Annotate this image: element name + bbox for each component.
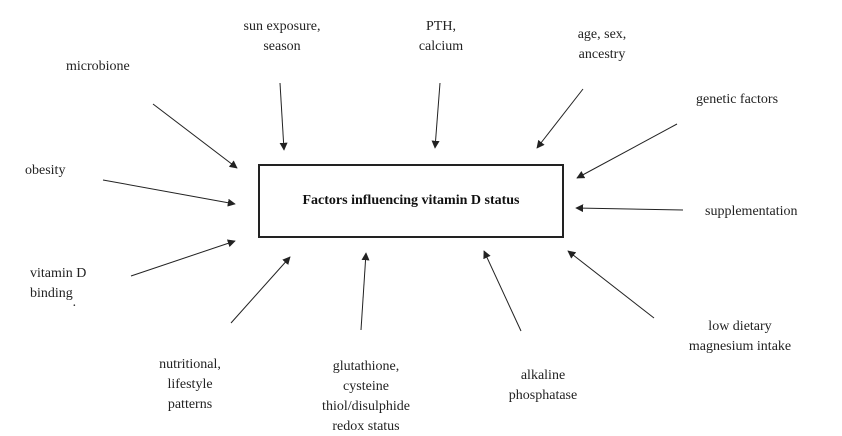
label-genetic-text: genetic factors xyxy=(696,92,779,107)
label-microbione: microbione xyxy=(66,57,130,77)
arrow-low-magnesium xyxy=(567,250,655,319)
arrow-genetic xyxy=(576,123,678,179)
label-supplementation: supplementation xyxy=(705,202,798,222)
label-glut-line4: redox status xyxy=(332,419,400,434)
label-vdbp-line3: · xyxy=(72,299,77,314)
label-nutri-line2: lifestyle xyxy=(167,377,213,392)
label-lowmg-line2: magnesium intake xyxy=(688,339,792,354)
label-nutritional: nutritional, lifestyle patterns xyxy=(159,355,221,415)
label-age-line2: ancestry xyxy=(578,47,626,62)
label-glutathione: glutathione, cysteine thiol/disulphide r… xyxy=(322,357,410,436)
arrow-vitamin-d-binding xyxy=(130,239,236,277)
label-lowmg-line1: low dietary xyxy=(708,319,772,334)
label-nutri-line3: patterns xyxy=(167,397,213,412)
label-vitamin-d-binding: vitamin D binding · xyxy=(30,264,87,314)
label-sun-line1: sun exposure, xyxy=(243,19,321,34)
label-sun-exposure: sun exposure, season xyxy=(244,17,321,57)
label-glut-line3: thiol/disulphide xyxy=(322,399,410,414)
label-obesity: obesity xyxy=(25,161,65,181)
arrow-microbione xyxy=(152,103,238,169)
label-microbione-text: microbione xyxy=(66,59,130,74)
label-sun-line2: season xyxy=(263,39,301,54)
label-vdbp-line2: binding xyxy=(30,286,73,301)
label-glut-line1: glutathione, xyxy=(332,359,400,374)
central-box: Factors influencing vitamin D status xyxy=(258,164,564,238)
arrow-obesity xyxy=(102,179,236,207)
arrow-sun-exposure xyxy=(279,82,288,151)
label-alk-line2: phosphatase xyxy=(508,388,578,403)
label-supplementation-text: supplementation xyxy=(705,204,798,219)
label-low-magnesium: low dietary magnesium intake xyxy=(689,317,791,357)
label-vdbp-line1: vitamin D xyxy=(30,266,87,281)
label-obesity-text: obesity xyxy=(25,163,66,178)
label-alk-line1: alkaline xyxy=(520,368,566,383)
label-pth-line2: calcium xyxy=(418,39,464,54)
label-nutri-line1: nutritional, xyxy=(159,357,221,372)
arrow-nutritional xyxy=(230,256,291,324)
arrow-pth xyxy=(431,82,441,149)
arrow-age-sex xyxy=(536,88,584,149)
arrow-alkaline xyxy=(483,250,522,332)
label-genetic: genetic factors xyxy=(696,90,778,110)
arrow-glutathione xyxy=(360,252,370,331)
label-age-sex: age, sex, ancestry xyxy=(578,25,627,65)
central-title: Factors influencing vitamin D status xyxy=(302,193,520,208)
arrow-supplementation xyxy=(575,204,684,213)
label-pth-line1: PTH, xyxy=(426,19,456,34)
label-alkaline: alkaline phosphatase xyxy=(509,366,577,406)
label-glut-line2: cysteine xyxy=(343,379,389,394)
label-age-line1: age, sex, xyxy=(577,27,627,42)
label-pth: PTH, calcium xyxy=(419,17,463,57)
